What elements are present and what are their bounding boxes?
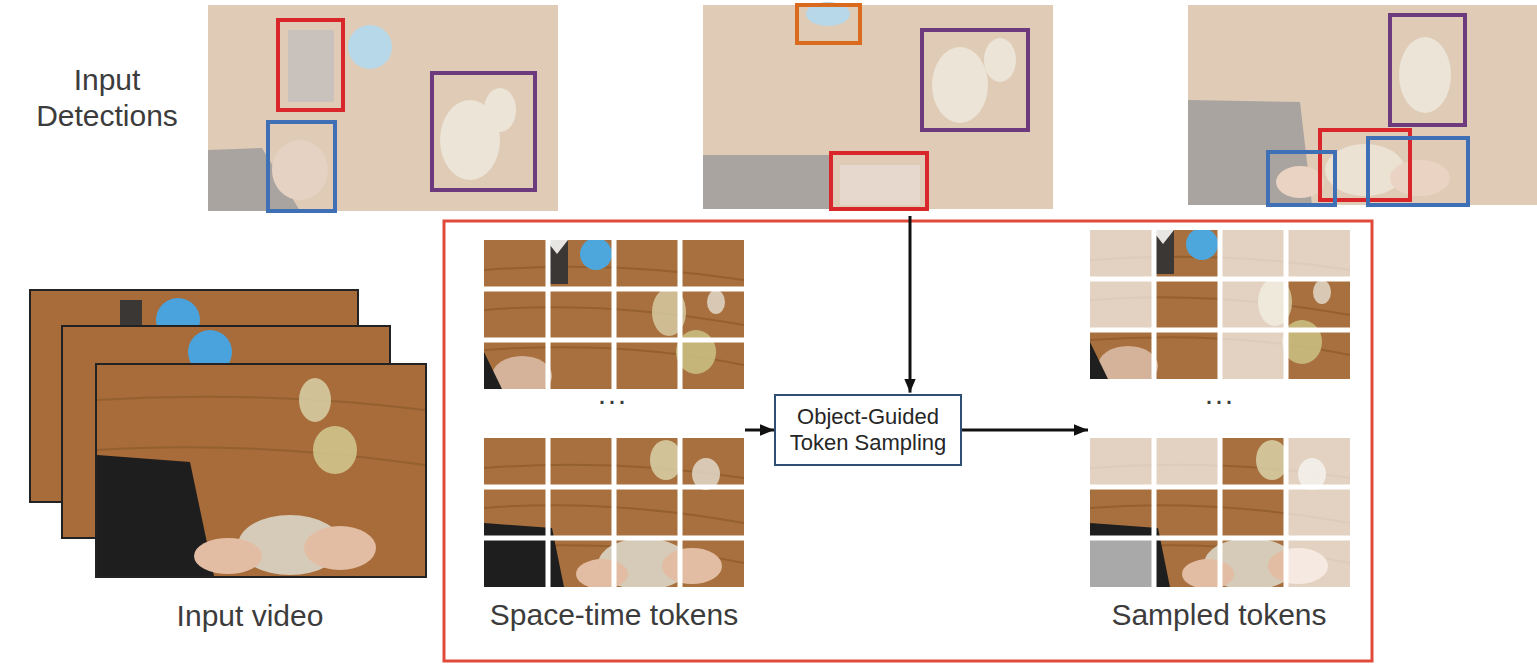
sampled-grid bbox=[1286, 438, 1350, 487]
sampling-box: Object-Guided Token Sampling bbox=[774, 394, 962, 467]
detection-image bbox=[703, 155, 830, 209]
token-grid bbox=[482, 238, 746, 396]
detection-image bbox=[288, 30, 334, 102]
detection-image bbox=[208, 5, 558, 211]
detection-image bbox=[932, 47, 988, 123]
sampled-grid bbox=[1090, 230, 1154, 279]
sampled-grid bbox=[1090, 279, 1154, 330]
detection-image bbox=[268, 122, 335, 211]
detection-image bbox=[484, 88, 516, 132]
token-grid bbox=[482, 436, 746, 590]
sampled-grid bbox=[1088, 436, 1352, 590]
detection-image bbox=[1390, 15, 1465, 125]
detection-image bbox=[1188, 5, 1537, 205]
sampled-grid bbox=[1088, 436, 1352, 589]
sampled-grid bbox=[1286, 230, 1350, 279]
token-grid bbox=[482, 238, 746, 391]
box-text: Object-Guided Token Sampling bbox=[784, 404, 952, 457]
token-grid bbox=[482, 436, 746, 589]
detection-image bbox=[208, 5, 558, 211]
sampled-grid bbox=[1154, 438, 1220, 487]
sampled-grid bbox=[1286, 487, 1350, 538]
video-frame bbox=[96, 364, 426, 577]
guidance-arrow bbox=[909, 216, 912, 393]
detection-image bbox=[1399, 37, 1451, 113]
video-frame bbox=[313, 426, 357, 474]
detection-image bbox=[797, 5, 860, 43]
video-frame bbox=[120, 300, 142, 326]
ellipsis: ··· bbox=[1189, 382, 1249, 418]
detection-image bbox=[840, 165, 920, 205]
sampled-grid bbox=[1220, 230, 1286, 279]
detection-image bbox=[1276, 166, 1324, 198]
token-grid-node: Space-time tokens bbox=[483, 238, 745, 633]
sampled-grid bbox=[1090, 438, 1154, 487]
video-frame bbox=[194, 538, 262, 574]
sampled-grid bbox=[1088, 228, 1352, 381]
sampled-grid bbox=[1220, 279, 1286, 330]
detection-image bbox=[272, 140, 328, 200]
detection-image bbox=[1268, 152, 1335, 205]
row-label: Input video bbox=[150, 598, 350, 634]
detection-image bbox=[432, 73, 535, 190]
ellipsis: ··· bbox=[582, 382, 642, 418]
detection-image bbox=[1390, 160, 1450, 196]
detection-image bbox=[1368, 138, 1468, 205]
video-frame bbox=[97, 397, 425, 465]
token-grid-node: Sampled tokens bbox=[1088, 228, 1350, 633]
module-frame bbox=[444, 221, 1372, 661]
detection-image bbox=[703, 2, 1053, 209]
detection-image bbox=[348, 25, 392, 69]
video-frame bbox=[299, 378, 331, 422]
video-frame bbox=[96, 364, 426, 577]
detection-image bbox=[831, 153, 927, 209]
flow-arrow bbox=[962, 429, 1088, 432]
detection-image bbox=[278, 20, 343, 110]
sampled-grid bbox=[1220, 330, 1286, 379]
sampled-grid bbox=[1286, 538, 1350, 587]
flow-arrow bbox=[745, 429, 774, 432]
detection-image bbox=[922, 30, 1028, 130]
node-label: Space-time tokens bbox=[490, 597, 738, 633]
detection-image bbox=[1188, 5, 1537, 205]
detection-image bbox=[703, 5, 1053, 209]
row-label: Input Detections bbox=[18, 62, 196, 134]
sampled-grid bbox=[1088, 228, 1352, 386]
detection-image bbox=[984, 38, 1016, 82]
video-frame bbox=[304, 526, 376, 570]
sampled-grid bbox=[1090, 538, 1154, 587]
node-label: Sampled tokens bbox=[1111, 597, 1326, 633]
